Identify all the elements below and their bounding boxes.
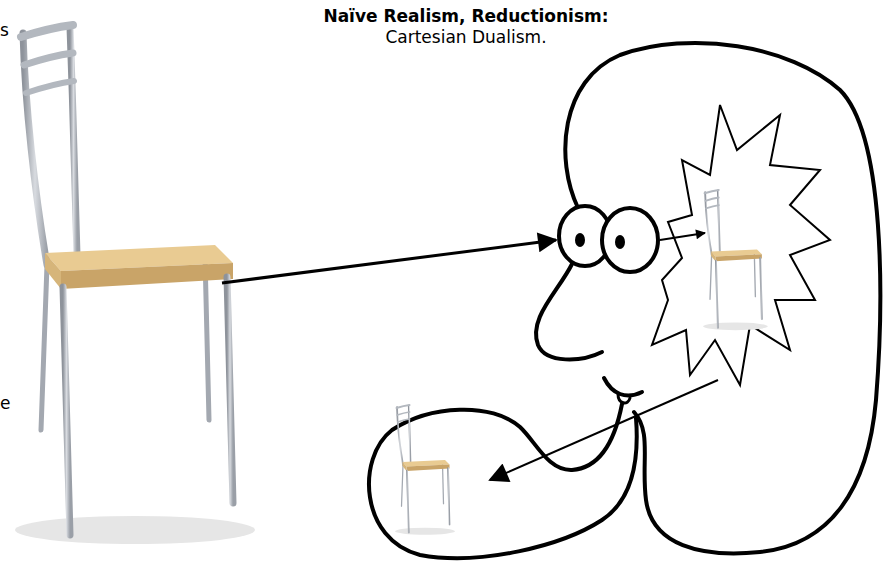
subtitle: Cartesian Dualism. [385, 27, 546, 47]
mouth [618, 394, 630, 403]
perceived-chair [703, 190, 768, 330]
inner-arrow [660, 233, 705, 240]
imagined-chair [395, 405, 455, 535]
chair-object [15, 25, 255, 544]
diagram-title: Naïve Realism, Reductionism: [323, 6, 608, 26]
eye [602, 208, 658, 272]
edge-fragment: s [0, 20, 9, 40]
nose [536, 264, 602, 359]
pupil [575, 233, 585, 247]
head-outline [565, 43, 880, 553]
edge-fragment: e [0, 393, 10, 413]
thought-bubble [369, 404, 637, 558]
mouth [604, 378, 642, 396]
perception-arrow [222, 240, 556, 283]
starburst [652, 105, 830, 385]
pupil [615, 235, 625, 249]
projection-arrow [490, 380, 718, 480]
